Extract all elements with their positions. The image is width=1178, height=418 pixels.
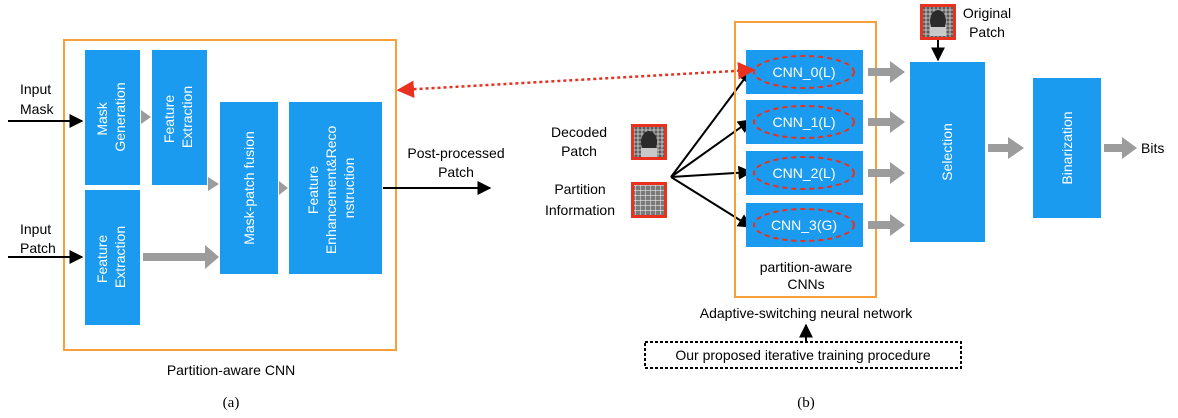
decoded-patch-thumbnail	[631, 124, 667, 160]
arrow-fusion-to-enhancement	[279, 181, 288, 195]
cnn-block-0: CNN_0(L)	[746, 50, 863, 94]
arrow-maskgen-to-fe	[141, 110, 151, 124]
mask-generation-block	[85, 50, 140, 185]
arrow-selection-to-binarization	[988, 137, 1024, 159]
adaptive-switching-label: Adaptive-switching neural network	[700, 305, 913, 321]
svg-text:partition-aware: partition-aware	[760, 259, 853, 275]
svg-text:Original: Original	[963, 5, 1011, 21]
feature-extraction-top-block	[152, 50, 207, 185]
svg-text:Input: Input	[20, 221, 51, 237]
binarization-text: Binarization	[1059, 111, 1075, 184]
svg-text:Input: Input	[20, 81, 51, 97]
feature-extraction-bottom-block	[85, 190, 140, 325]
svg-text:CNN_0(L): CNN_0(L)	[772, 64, 835, 80]
arrow-fe-bottom-to-fusion	[143, 245, 219, 269]
input-patch-label: Input Patch	[20, 221, 56, 256]
svg-text:Patch: Patch	[969, 24, 1005, 40]
partition-aware-cnn-caption: Partition-aware CNN	[167, 362, 295, 378]
svg-text:Information: Information	[545, 202, 615, 218]
feature-enhancement-block	[289, 102, 382, 274]
svg-text:Partition: Partition	[554, 181, 605, 197]
fan-arrow-cnn0	[670, 68, 752, 178]
feature-extraction-bottom-text: Feature Extraction	[94, 226, 128, 288]
partition-aware-cnn-frame	[63, 39, 397, 351]
training-procedure-text: Our proposed iterative training procedur…	[675, 347, 930, 363]
arrow-cnn0-to-selection	[868, 61, 905, 83]
cnn-block-2: CNN_2(L)	[746, 151, 863, 195]
svg-text:Patch: Patch	[20, 240, 56, 256]
fan-arrow-cnn2	[670, 165, 753, 180]
feature-extraction-top-text: Feature Extraction	[161, 86, 195, 148]
decoded-patch-label: Decoded Patch	[551, 124, 607, 159]
cnn-block-1: CNN_1(L)	[746, 100, 863, 144]
original-patch-thumbnail	[920, 4, 956, 40]
svg-text:Mask: Mask	[20, 101, 54, 117]
mask-patch-fusion-text: Mask-patch fusion	[241, 131, 257, 245]
cnn0-to-left-panel-link	[396, 62, 756, 98]
training-procedure-box	[644, 341, 962, 369]
svg-text:CNN_1(L): CNN_1(L)	[772, 114, 835, 130]
arrow-cnn2-to-selection	[868, 162, 905, 184]
svg-text:CNNs: CNNs	[787, 276, 824, 292]
arrow-cnn3-to-selection	[868, 214, 905, 236]
partition-information-thumbnail	[631, 182, 667, 218]
svg-text:Post-processed: Post-processed	[407, 145, 504, 161]
cnn-block-3: CNN_3(G)	[746, 203, 863, 247]
partition-aware-cnns-label: partition-aware CNNs	[760, 259, 853, 292]
partition-information-label: Partition Information	[545, 181, 615, 218]
selection-text: Selection	[939, 123, 955, 181]
arrow-cnn1-to-selection	[868, 111, 905, 133]
selection-block	[910, 62, 985, 242]
fan-arrow-cnn1	[670, 119, 753, 178]
fan-arrow-cnn3	[670, 176, 753, 228]
sub-label-b: (b)	[797, 395, 815, 411]
original-patch-label: Original Patch	[963, 5, 1011, 40]
mask-generation-text: Mask Generation	[94, 82, 128, 151]
feature-enhancement-text: Feature Enhancement&Reco nstruction	[305, 122, 357, 254]
svg-text:CNN_3(G): CNN_3(G)	[771, 217, 837, 233]
input-mask-label: Input Mask	[20, 81, 54, 117]
binarization-block	[1033, 78, 1101, 218]
arrow-fe-to-fusion	[208, 177, 219, 191]
svg-text:Patch: Patch	[438, 164, 474, 180]
bits-label: Bits	[1141, 140, 1164, 156]
sub-label-a: (a)	[223, 395, 240, 411]
arrow-binarization-to-bits	[1104, 137, 1137, 159]
partition-aware-cnns-frame	[734, 21, 877, 298]
svg-text:Decoded: Decoded	[551, 124, 607, 140]
mask-patch-fusion-block	[220, 102, 278, 274]
svg-text:CNN_2(L): CNN_2(L)	[772, 165, 835, 181]
post-processed-patch-label: Post-processed Patch	[407, 145, 504, 180]
svg-text:Patch: Patch	[561, 143, 597, 159]
